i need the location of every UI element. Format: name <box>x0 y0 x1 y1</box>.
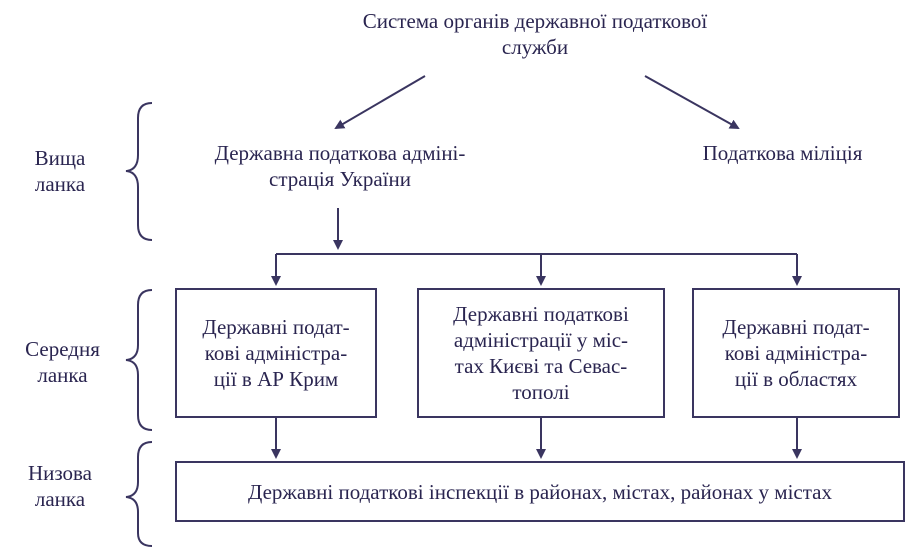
brace-middle <box>125 289 153 431</box>
node-tax-inspections: Державні податкові інспекції в районах, … <box>175 461 905 522</box>
diagram-title: Система органів державної податкової слу… <box>300 8 770 60</box>
node-tax-militia: Податкова міліція <box>702 141 863 165</box>
title-line-1: Система органів державної податкової <box>362 9 708 33</box>
title-line-2: служби <box>501 35 569 59</box>
node-crimea: Державні подат- кові адміністра- ції в А… <box>175 288 377 418</box>
node-state-tax-administration: Державна податкова адміні- страція Украї… <box>214 141 466 191</box>
brace-lower <box>125 441 153 547</box>
level-label-middle: Середня ланка <box>25 337 100 387</box>
arrow-to-militia <box>644 75 740 129</box>
node-kyiv-sevastopol: Державні податкові адміністрації у міс- … <box>417 288 665 418</box>
level-label-higher: Вища ланка <box>34 146 86 196</box>
arrow-to-admin <box>334 75 426 130</box>
brace-higher <box>125 102 153 241</box>
node-oblasts: Державні подат- кові адміністра- ції в о… <box>692 288 900 418</box>
level-label-lower: Низова ланка <box>27 461 93 511</box>
